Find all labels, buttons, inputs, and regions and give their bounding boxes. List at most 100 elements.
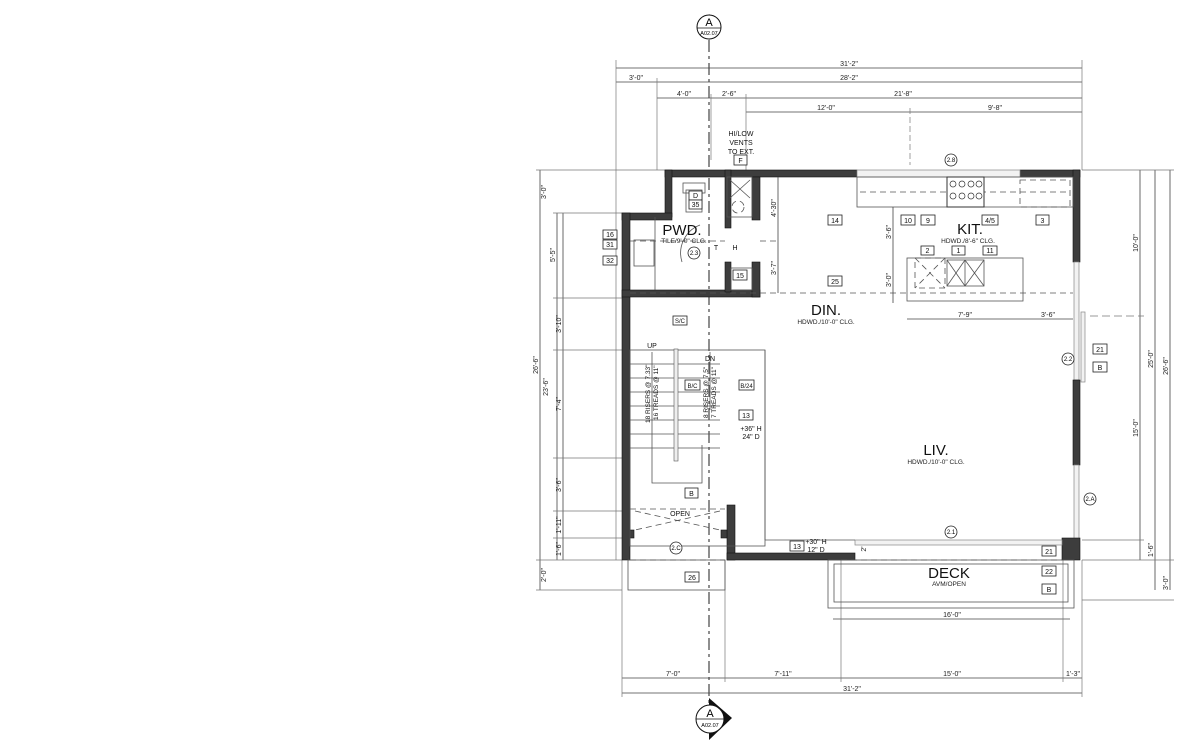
- room-finish: HDWD./8'-6" CLG.: [941, 238, 995, 245]
- dim-label: 23'-6": [543, 378, 550, 396]
- section-sheet: A02.07: [700, 31, 717, 37]
- section-marker-top[interactable]: A A02.07: [696, 14, 722, 40]
- dim-label: 7'-4": [556, 397, 563, 411]
- counter-note: 12" D: [807, 547, 824, 554]
- tag[interactable]: 13: [738, 409, 754, 421]
- dim-label: 3'-6": [886, 225, 893, 239]
- tag[interactable]: 4/5: [981, 214, 999, 226]
- tag[interactable]: 16: [602, 229, 618, 240]
- callout[interactable]: 2.3: [687, 246, 701, 260]
- walls: [621, 169, 1086, 561]
- tag-label: 13: [793, 544, 801, 551]
- stair-up-spec: 18 RISERS @ 7.33": [645, 364, 652, 423]
- tag[interactable]: 21: [1041, 545, 1057, 557]
- callout-label: 2.2: [1064, 357, 1073, 363]
- dim-label: 1'-6": [556, 542, 563, 556]
- tag[interactable]: 25: [827, 275, 843, 287]
- tag[interactable]: 3: [1035, 214, 1050, 226]
- tag-label: B: [689, 491, 694, 498]
- tag[interactable]: B/24: [738, 379, 755, 391]
- vent-note: HI/LOW: [729, 131, 754, 138]
- dim-overall-depth: 26'-6": [533, 356, 540, 374]
- dim-label: 1'-11": [556, 516, 563, 534]
- tag[interactable]: D: [688, 190, 703, 201]
- tag[interactable]: B/C: [684, 379, 701, 391]
- dim-overall-depth: 26'-6": [1163, 357, 1170, 375]
- tag[interactable]: 11: [982, 245, 998, 256]
- dim-label: 4'-0": [677, 91, 691, 98]
- tag-label: 31: [606, 242, 614, 249]
- tag[interactable]: 13: [789, 540, 805, 552]
- dim-label: 3'-7": [771, 261, 778, 275]
- room-finish: TILE/9'-0" CLG.: [661, 238, 707, 245]
- counter-note: +36" H: [740, 426, 761, 433]
- dim-label: 3'-0": [541, 185, 548, 199]
- tag[interactable]: 10: [900, 214, 916, 226]
- tag-label: F: [738, 158, 742, 165]
- dim-label: 25'-0": [1148, 350, 1155, 368]
- tag-label: 1: [957, 248, 961, 255]
- tag[interactable]: B: [1092, 361, 1108, 373]
- vent-note: VENTS: [729, 140, 753, 147]
- dim-label: 7'-11": [774, 671, 792, 678]
- tag[interactable]: B: [684, 487, 699, 499]
- tag-label: B/C: [687, 384, 698, 390]
- callout[interactable]: 2.2: [1061, 352, 1075, 366]
- room-name-deck: DECK: [928, 565, 970, 582]
- room-name-living: LIV.: [923, 442, 948, 459]
- tag-label: 9: [926, 218, 930, 225]
- tag-label: 26: [688, 575, 696, 582]
- tag-label: 32: [606, 258, 614, 265]
- dim-label: 15'-0": [943, 671, 961, 678]
- callout[interactable]: 2.C: [669, 541, 683, 555]
- tag[interactable]: 35: [688, 199, 703, 210]
- stair-down-spec: 7 TREADS @ 11": [711, 366, 718, 418]
- tag[interactable]: S/C: [672, 315, 688, 326]
- room-name-kitchen: KIT.: [957, 221, 983, 238]
- tag[interactable]: 1: [951, 245, 966, 256]
- kitchen-fixtures: [627, 176, 1075, 609]
- tag[interactable]: B: [1041, 583, 1057, 595]
- tag[interactable]: 2: [920, 245, 935, 256]
- right-dimensions: 10'-0" 25'-0" 26'-6" 15'-0" 1'-6" 3'-0": [1082, 169, 1174, 601]
- tag-label: 11: [986, 248, 993, 255]
- dim-label: 3'-10": [556, 315, 563, 333]
- stair-up-label: UP: [647, 343, 657, 350]
- tag-label: 14: [831, 218, 839, 225]
- door-note: T: [714, 245, 719, 252]
- tag[interactable]: 31: [602, 239, 618, 250]
- room-name-powder: PWD.: [662, 222, 701, 239]
- open-label: OPEN: [670, 511, 690, 518]
- tag-label: B: [1047, 587, 1052, 594]
- tag[interactable]: 32: [602, 255, 618, 266]
- tag-label: 4/5: [985, 218, 995, 225]
- callout[interactable]: 2.1: [944, 525, 958, 539]
- section-marker-bottom[interactable]: A A02.07: [695, 698, 732, 740]
- window-door-callouts: 2.8 2.3 2.2 2.A 2.1 2.C: [669, 153, 1097, 555]
- dim-label: 3'-0": [1163, 576, 1170, 590]
- callout[interactable]: 2.A: [1083, 492, 1097, 506]
- dim-overall-width: 31'-2": [843, 686, 861, 693]
- room-finish: HDWD./10'-0" CLG.: [907, 459, 965, 466]
- tag-label: 35: [692, 202, 700, 209]
- left-dimensions: 3'-0" 5'-5" 3'-10" 7'-4" 3'-6" 1'-11" 1'…: [533, 169, 665, 591]
- tag[interactable]: 14: [827, 214, 843, 226]
- vent-note: TO EXT.: [728, 149, 754, 156]
- tag-label: B/24: [740, 384, 753, 390]
- dim-label: 1'-3": [1066, 671, 1080, 678]
- tag-label: 16: [606, 232, 614, 239]
- callout[interactable]: 2.8: [944, 153, 958, 167]
- dim-overall-width: 31'-2": [840, 61, 858, 68]
- tag[interactable]: F: [733, 154, 748, 166]
- dim-label: 12'-0": [817, 105, 835, 112]
- tag[interactable]: 22: [1041, 565, 1057, 577]
- tag[interactable]: 15: [732, 269, 748, 281]
- tag[interactable]: 9: [920, 214, 936, 226]
- tag[interactable]: 21: [1092, 343, 1108, 355]
- stair-down-spec: 8 RISERS @ 7.5": [703, 366, 710, 418]
- tag-label: D: [693, 193, 698, 200]
- tag[interactable]: 26: [684, 571, 700, 583]
- dim-label: 2': [861, 546, 868, 551]
- section-letter: A: [705, 17, 713, 29]
